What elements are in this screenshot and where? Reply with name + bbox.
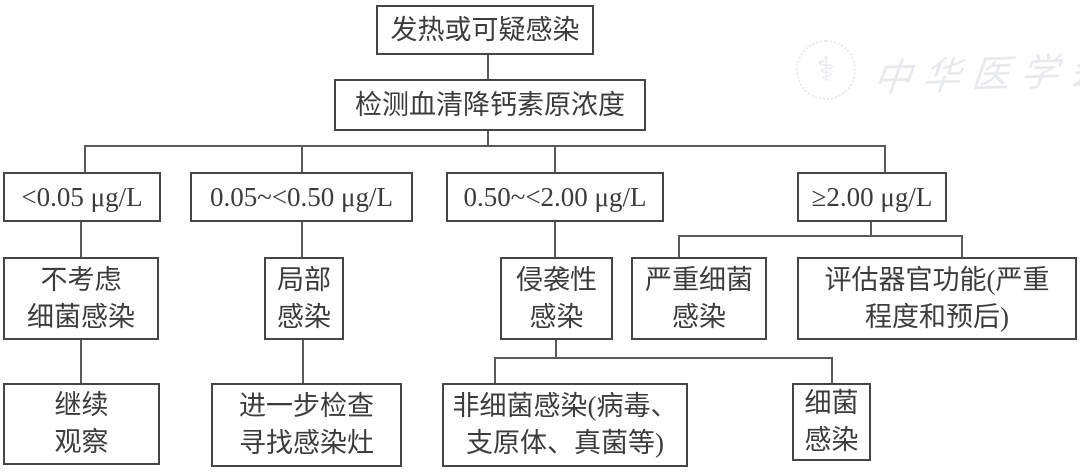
- connector-line: [84, 145, 886, 147]
- connector-line: [555, 340, 557, 357]
- connector-line: [487, 131, 489, 145]
- no-bacterial-infection-box: 不考虑 细菌感染: [3, 257, 159, 340]
- connector-line: [80, 340, 82, 383]
- connector-line: [831, 357, 833, 383]
- connector-line: [302, 340, 304, 383]
- connector-line: [301, 145, 303, 172]
- connector-line: [961, 235, 963, 257]
- medical-emblem-icon: ⚕: [796, 40, 856, 100]
- pct-0.50-2.00-box: 0.50~<2.00 μg/L: [446, 172, 664, 222]
- connector-line: [554, 222, 556, 257]
- connector-line: [554, 145, 556, 172]
- connector-line: [80, 222, 82, 257]
- watermark: ⚕ 中华医学会: [796, 40, 1080, 100]
- connector-line: [678, 235, 680, 257]
- pct-ge-2.00-box: ≥2.00 μg/L: [797, 172, 947, 222]
- local-infection-box: 局部 感染: [264, 257, 344, 340]
- non-bacterial-infection-box: 非细菌感染(病毒、 支原体、真菌等): [442, 383, 688, 467]
- bacterial-infection-box: 细菌 感染: [792, 383, 871, 461]
- further-examination-box: 进一步检查 寻找感染灶: [211, 383, 402, 467]
- assess-organ-function-box: 评估器官功能(严重 程度和预后): [797, 257, 1077, 340]
- connector-line: [494, 357, 833, 359]
- pct-lt-0.05-box: <0.05 μg/L: [3, 172, 161, 222]
- invasive-infection-box: 侵袭性 感染: [500, 257, 613, 340]
- fever-or-suspected-infection-box: 发热或可疑感染: [376, 5, 594, 55]
- connector-line: [487, 55, 489, 79]
- connector-line: [678, 235, 963, 237]
- connector-line: [494, 357, 496, 383]
- connector-line: [884, 145, 886, 172]
- pct-0.05-0.50-box: 0.05~<0.50 μg/L: [190, 172, 413, 222]
- watermark-org-name: 中华医学会: [871, 49, 1080, 100]
- connector-line: [301, 222, 303, 257]
- continue-observation-box: 继续 观察: [3, 383, 160, 465]
- pct-test-box: 检测血清降钙素原浓度: [334, 79, 646, 131]
- connector-line: [870, 222, 872, 235]
- severe-bacterial-infection-box: 严重细菌 感染: [631, 257, 767, 340]
- connector-line: [84, 145, 86, 172]
